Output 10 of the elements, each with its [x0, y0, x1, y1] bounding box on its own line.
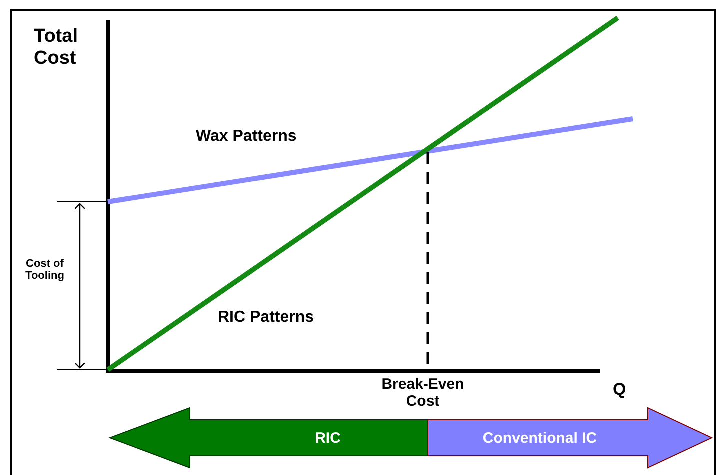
- arrow-label: Conventional IC: [482, 428, 598, 448]
- axis-label: Break-Even Cost: [380, 376, 466, 410]
- axis-title: Q: [613, 380, 626, 400]
- left-arrow: [108, 407, 428, 469]
- series-label: RIC Patterns: [218, 309, 314, 327]
- right-arrow: [428, 407, 714, 469]
- dimension-label: Cost of Tooling: [24, 258, 66, 282]
- axis-title: Total Cost: [34, 26, 79, 70]
- series-label: Wax Patterns: [196, 128, 297, 146]
- arrow-label: RIC: [314, 428, 342, 448]
